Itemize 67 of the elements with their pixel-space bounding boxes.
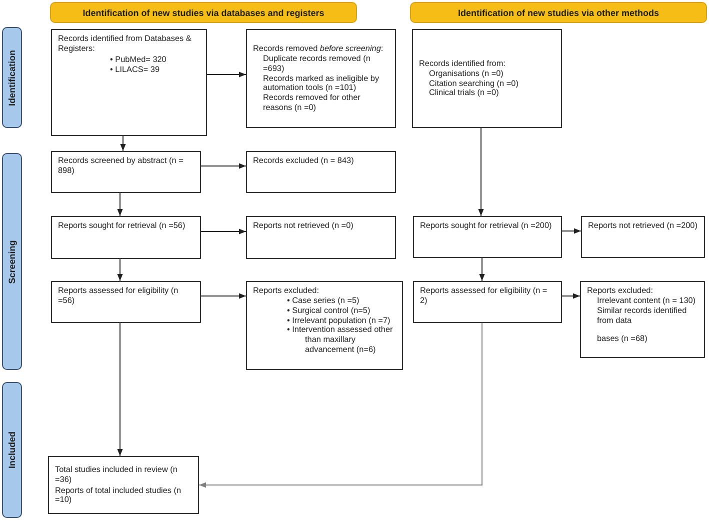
box-text: Reports excluded: [587, 286, 654, 296]
box-text: Records identified from Databases & Registers: [58, 34, 192, 54]
box-text: Reports not retrieved (n =200) [588, 221, 698, 231]
process-box [51, 281, 201, 323]
list-item: Organisations (n =0) [428, 68, 504, 78]
list-item: Duplicate records removed (n =693) [262, 54, 372, 74]
phase-band [2, 153, 22, 370]
arrow [198, 322, 482, 488]
list-item: • Surgical control (n=5) [286, 306, 372, 316]
process-box [412, 29, 562, 128]
box-text: Reports excluded: [253, 286, 320, 296]
process-box [413, 281, 562, 323]
list-item: bases (n =68) [596, 334, 648, 344]
process-box [51, 216, 201, 259]
box-text: Reports sought for retrieval (n =200) [420, 221, 553, 231]
arrow [117, 192, 123, 216]
section-header [50, 2, 357, 23]
list-item: Citation searching (n =0) [428, 78, 520, 88]
list-item: Reports of total included studies (n =10) [55, 486, 182, 506]
arrow [117, 322, 123, 456]
arrow [200, 228, 246, 234]
box-text: Reports not retrieved (n =0) [253, 221, 354, 231]
list-item: • LILACS= 39 [109, 64, 161, 74]
box-text: Reports sought for retrieval (n =56) [58, 221, 186, 231]
phase-label: Screening [7, 240, 17, 284]
box-text: Records excluded (n = 843) [253, 156, 355, 166]
process-box [51, 29, 207, 136]
process-box [246, 281, 403, 370]
list-item: Records removed for other reasons (n =0) [262, 93, 362, 113]
arrow [562, 293, 580, 299]
box-text: Total studies included in review (n =36) [55, 464, 178, 484]
list-item: Irrelevant content (n = 130) [596, 296, 697, 306]
box-text: Records identified from: [419, 58, 506, 69]
list-item: Similar records identified from data [596, 306, 688, 326]
arrow [562, 228, 582, 234]
arrow [200, 293, 246, 299]
process-box [581, 216, 705, 258]
list-item: Clinical trials (n =0) [428, 88, 500, 98]
phase-label: Included [7, 432, 17, 468]
arrow [120, 136, 126, 152]
box-text: Reports assessed for eligibility (n = 2) [420, 286, 548, 306]
list-item: • Case series (n =5) [286, 296, 360, 306]
process-box [51, 151, 201, 193]
header-text: Identification of new studies via other methods [458, 8, 660, 18]
arrow [200, 163, 246, 169]
arrow [478, 128, 484, 216]
process-box [246, 29, 396, 128]
process-box [580, 281, 705, 358]
header-text: Identification of new studies via databases and registers [82, 8, 324, 18]
process-box [413, 216, 562, 258]
list-item: • Irrelevant population (n =7) [286, 316, 392, 326]
phase-band [2, 27, 22, 128]
list-item: Records marked as ineligible by automation tools (n =101) [262, 74, 380, 94]
section-header [410, 2, 707, 23]
box-text: Reports assessed for eligibility (n =56) [58, 286, 180, 306]
arrow [117, 258, 123, 282]
process-box [246, 216, 396, 259]
box-text: Records screened by abstract (n = 898) [58, 156, 184, 176]
arrow [206, 72, 246, 78]
process-box [48, 456, 199, 514]
phase-band [2, 382, 22, 518]
box-text: Records removed before screening: [253, 44, 384, 54]
list-item: • Intervention assessed other than maxillary advancement (n=6) [286, 325, 394, 355]
arrow [479, 258, 485, 282]
phase-label: Identification [7, 50, 17, 106]
list-item: • PubMed= 320 [109, 54, 168, 65]
process-box [246, 151, 396, 193]
